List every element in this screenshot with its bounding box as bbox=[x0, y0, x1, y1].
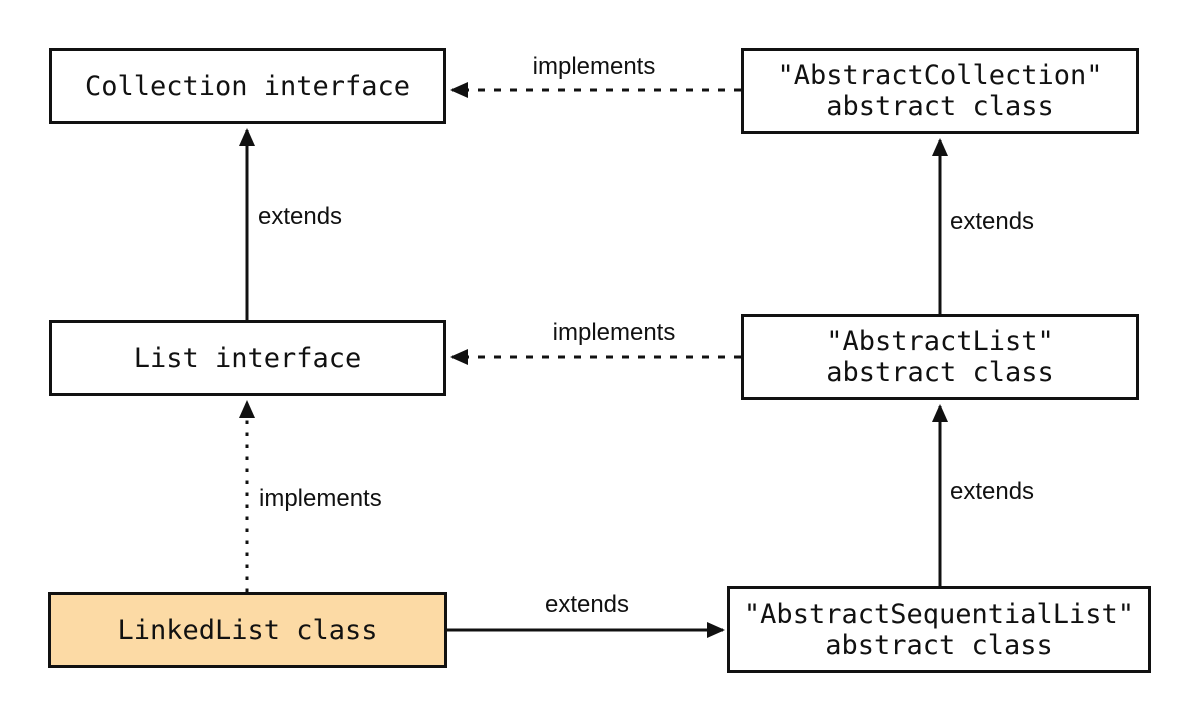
node-abstract-list: "AbstractList" abstract class bbox=[741, 314, 1139, 400]
edge-label-implements-top: implements bbox=[532, 53, 656, 80]
edge-label-extends-bottom: extends bbox=[544, 591, 630, 618]
node-abstract-sequential-list: "AbstractSequentialList" abstract class bbox=[727, 586, 1151, 673]
edge-label-implements-mid: implements bbox=[552, 319, 676, 346]
node-abstract-collection: "AbstractCollection" abstract class bbox=[741, 48, 1139, 134]
edge-label-extends-right-top: extends bbox=[950, 208, 1035, 235]
edge-label-extends-right-bottom: extends bbox=[950, 478, 1035, 505]
edge-label-implements-vertical: implements bbox=[259, 485, 382, 512]
edge-label-extends-left: extends bbox=[258, 203, 343, 230]
node-list-interface: List interface bbox=[49, 320, 446, 396]
node-collection-interface: Collection interface bbox=[49, 48, 446, 124]
node-linkedlist-class: LinkedList class bbox=[48, 592, 447, 668]
